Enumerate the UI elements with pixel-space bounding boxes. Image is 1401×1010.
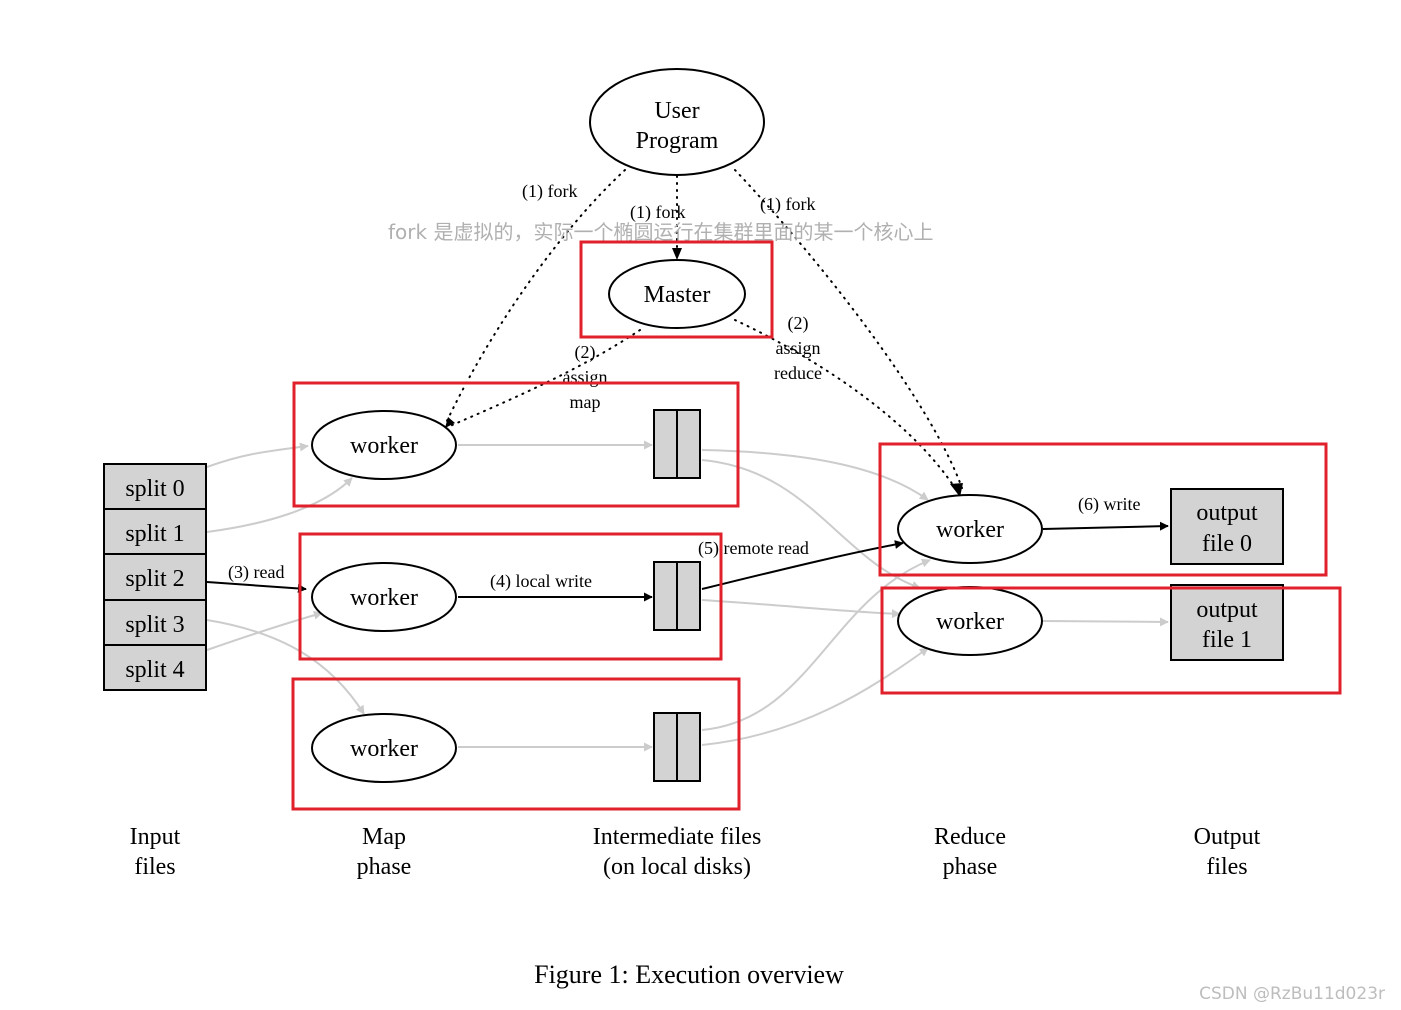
user-program-node: User Program (589, 68, 765, 176)
map-worker-2-label: worker (350, 585, 418, 611)
edge-reduce-worker-2-to-output-1 (1042, 617, 1169, 627)
output-files: output file 0 output file 1 (1170, 488, 1284, 661)
figure-caption: Figure 1: Execution overview (534, 960, 844, 989)
edge-file1-to-reduce-worker-1 (701, 449, 929, 501)
phase-reduce-line1: Reduce (934, 824, 1006, 850)
highlight-boxes (291, 240, 1342, 811)
split-box (103, 463, 207, 510)
split-box (103, 508, 207, 555)
edge-split3-to-map-worker-3 (206, 619, 365, 715)
highlight-master (579, 240, 774, 339)
split-box (103, 553, 207, 601)
output-file-0-label-line1: output (1196, 500, 1258, 526)
map-worker-1-label: worker (350, 433, 418, 459)
user-program-label-line2: Program (636, 128, 719, 154)
label-assign-map-line3: map (570, 392, 601, 412)
label-fork-left: (1) fork (522, 181, 577, 202)
edge-split1-to-map-worker-1 (206, 477, 353, 533)
edge-file3-to-reduce-worker-2 (701, 647, 929, 746)
highlight-map-worker-1 (292, 381, 740, 508)
edge-fork-to-reduce-worker (734, 169, 963, 489)
phase-input-line2: files (134, 854, 175, 880)
split-label: split 4 (125, 657, 184, 683)
map-worker-3-label: worker (350, 736, 418, 762)
label-assign-map-line1: (2) (575, 342, 596, 363)
edge-assign-reduce (734, 319, 956, 489)
user-program-label-line1: User (654, 98, 699, 124)
arrowhead-reduce-worker (950, 483, 963, 497)
master-node: Master (608, 259, 746, 329)
label-assign-reduce-line1: (2) (788, 313, 809, 334)
reduce-worker-1 (897, 494, 1043, 564)
fork-annotation: fork 是虚拟的，实际一个椭圆运行在集群里面的某一个核心上 (388, 220, 933, 244)
phase-intermediate-line2: (on local disks) (603, 854, 751, 880)
highlight-map-worker-3 (291, 677, 741, 811)
split-label: split 0 (125, 476, 184, 502)
output-file-0 (1170, 488, 1284, 565)
split-label: split 3 (125, 612, 184, 638)
arrowhead-fork-map-worker (445, 417, 455, 428)
label-fork-right: (1) fork (760, 194, 815, 215)
highlight-reduce-worker-2 (880, 586, 1342, 695)
map-worker-3 (311, 713, 457, 783)
output-file-1-label-line1: output (1196, 597, 1258, 623)
label-read: (3) read (228, 562, 284, 583)
edge-fork-to-map-worker (444, 169, 626, 426)
phase-output-line2: files (1206, 854, 1247, 880)
edge-file3-to-reduce-worker-1 (701, 558, 931, 731)
split-label: split 1 (125, 521, 184, 547)
reduce-worker-1-label: worker (936, 517, 1004, 543)
phase-labels: Input files Map phase Intermediate files… (130, 824, 1261, 880)
phase-input-line1: Input (130, 824, 181, 850)
output-file-1 (1170, 584, 1284, 661)
label-assign-reduce-line2: assign (776, 338, 821, 358)
phase-map-line1: Map (362, 824, 406, 850)
output-file-0-label-line2: file 0 (1202, 531, 1252, 557)
output-file-1-label-line2: file 1 (1202, 627, 1252, 653)
phase-map-line2: phase (357, 854, 412, 880)
map-worker-2 (311, 562, 457, 632)
highlight-reduce-worker-1 (878, 442, 1328, 577)
watermark: CSDN @RzBu11d023r (1199, 984, 1385, 1004)
edge-reduce-write (1042, 521, 1169, 531)
edge-split2-read (206, 581, 307, 593)
reduce-workers: worker worker (897, 494, 1043, 656)
phase-intermediate-line1: Intermediate files (593, 824, 762, 850)
input-splits: split 0 split 1 split 2 split 3 split 4 (103, 463, 207, 691)
split-label: split 2 (125, 566, 184, 592)
edge-file2-to-reduce-worker-2 (701, 599, 901, 619)
split-box (103, 644, 207, 691)
highlight-map-worker-2 (298, 532, 723, 661)
edge-split4-to-map-worker-2 (206, 610, 323, 651)
edge-assign-map (449, 329, 641, 427)
map-worker-1 (311, 410, 457, 480)
label-write: (6) write (1078, 494, 1140, 515)
phase-output-line1: Output (1194, 824, 1261, 850)
map-workers: worker worker worker (311, 410, 457, 783)
intermediate-files (653, 409, 701, 782)
label-remote-read: (5) remote read (698, 538, 809, 559)
master-label: Master (644, 282, 711, 308)
arrowhead-fork-master (672, 248, 682, 260)
label-local-write: (4) local write (490, 571, 592, 592)
label-fork-center: (1) fork (630, 202, 685, 223)
label-assign-reduce-line3: reduce (774, 363, 822, 383)
reduce-worker-2-label: worker (936, 609, 1004, 635)
phase-reduce-line2: phase (943, 854, 998, 880)
edge-labels: (1) fork (1) fork (1) fork (2) assign ma… (228, 181, 1140, 592)
